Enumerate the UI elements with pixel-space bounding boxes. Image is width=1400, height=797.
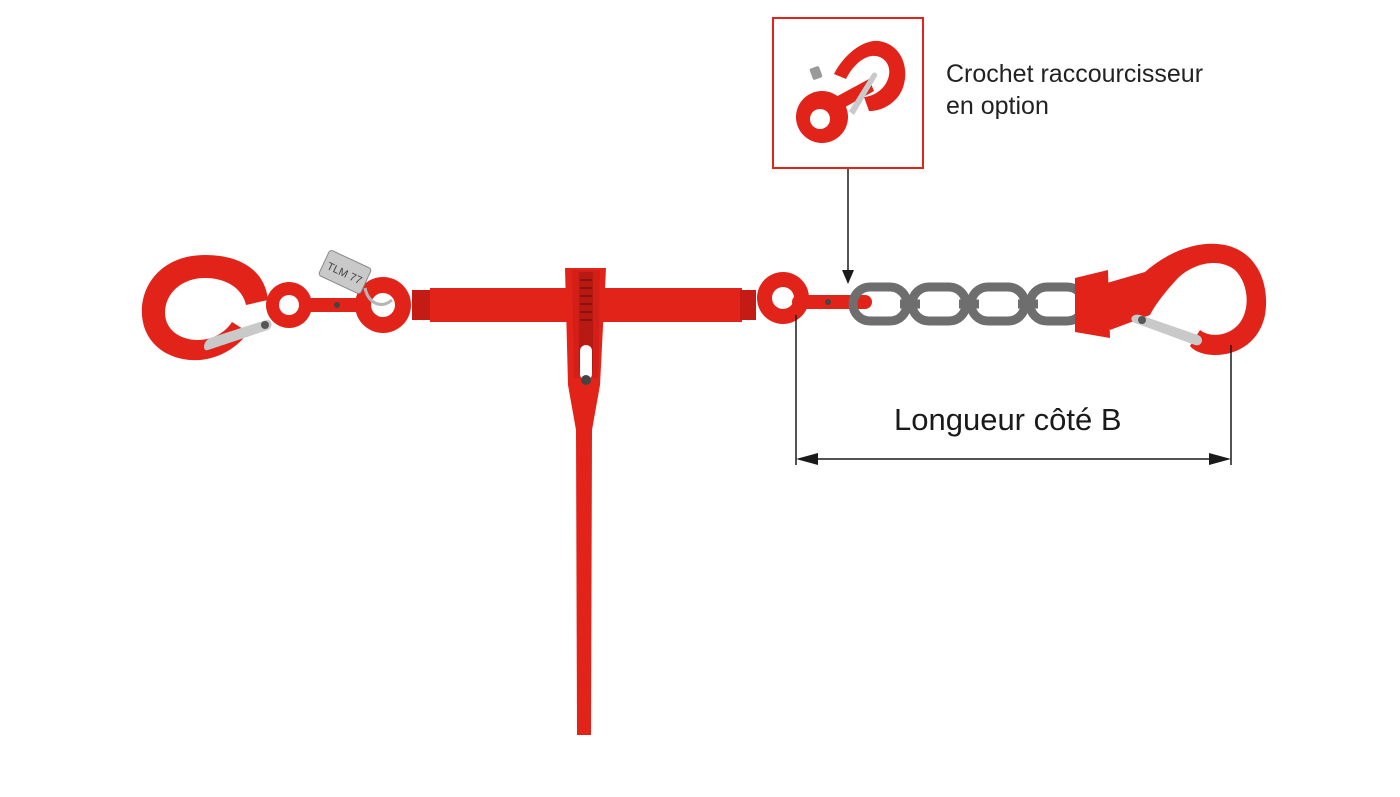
callout-line-1: Crochet raccourcisseur (946, 60, 1204, 88)
dimension-arrow-left (796, 453, 818, 465)
left-thread (412, 290, 432, 320)
dimension-arrow-right (1209, 453, 1231, 465)
right-connector (792, 295, 872, 309)
optional-hook-inset (772, 17, 924, 169)
left-latch (204, 319, 272, 351)
optional-hook-callout: Crochet raccourcisseur en option (946, 58, 1203, 122)
ratchet-handle (565, 268, 606, 735)
right-eye (757, 272, 809, 324)
callout-line-2: en option (946, 92, 1049, 120)
callout-pointer (842, 169, 854, 284)
chain (848, 282, 1100, 326)
dimension-line (795, 315, 1232, 465)
right-thread (740, 290, 756, 320)
shortening-hook-icon (796, 40, 906, 143)
left-hook (141, 255, 312, 361)
right-latch (1131, 314, 1202, 346)
dimension-label: Longueur côté B (894, 402, 1122, 437)
right-hook (1075, 243, 1267, 355)
